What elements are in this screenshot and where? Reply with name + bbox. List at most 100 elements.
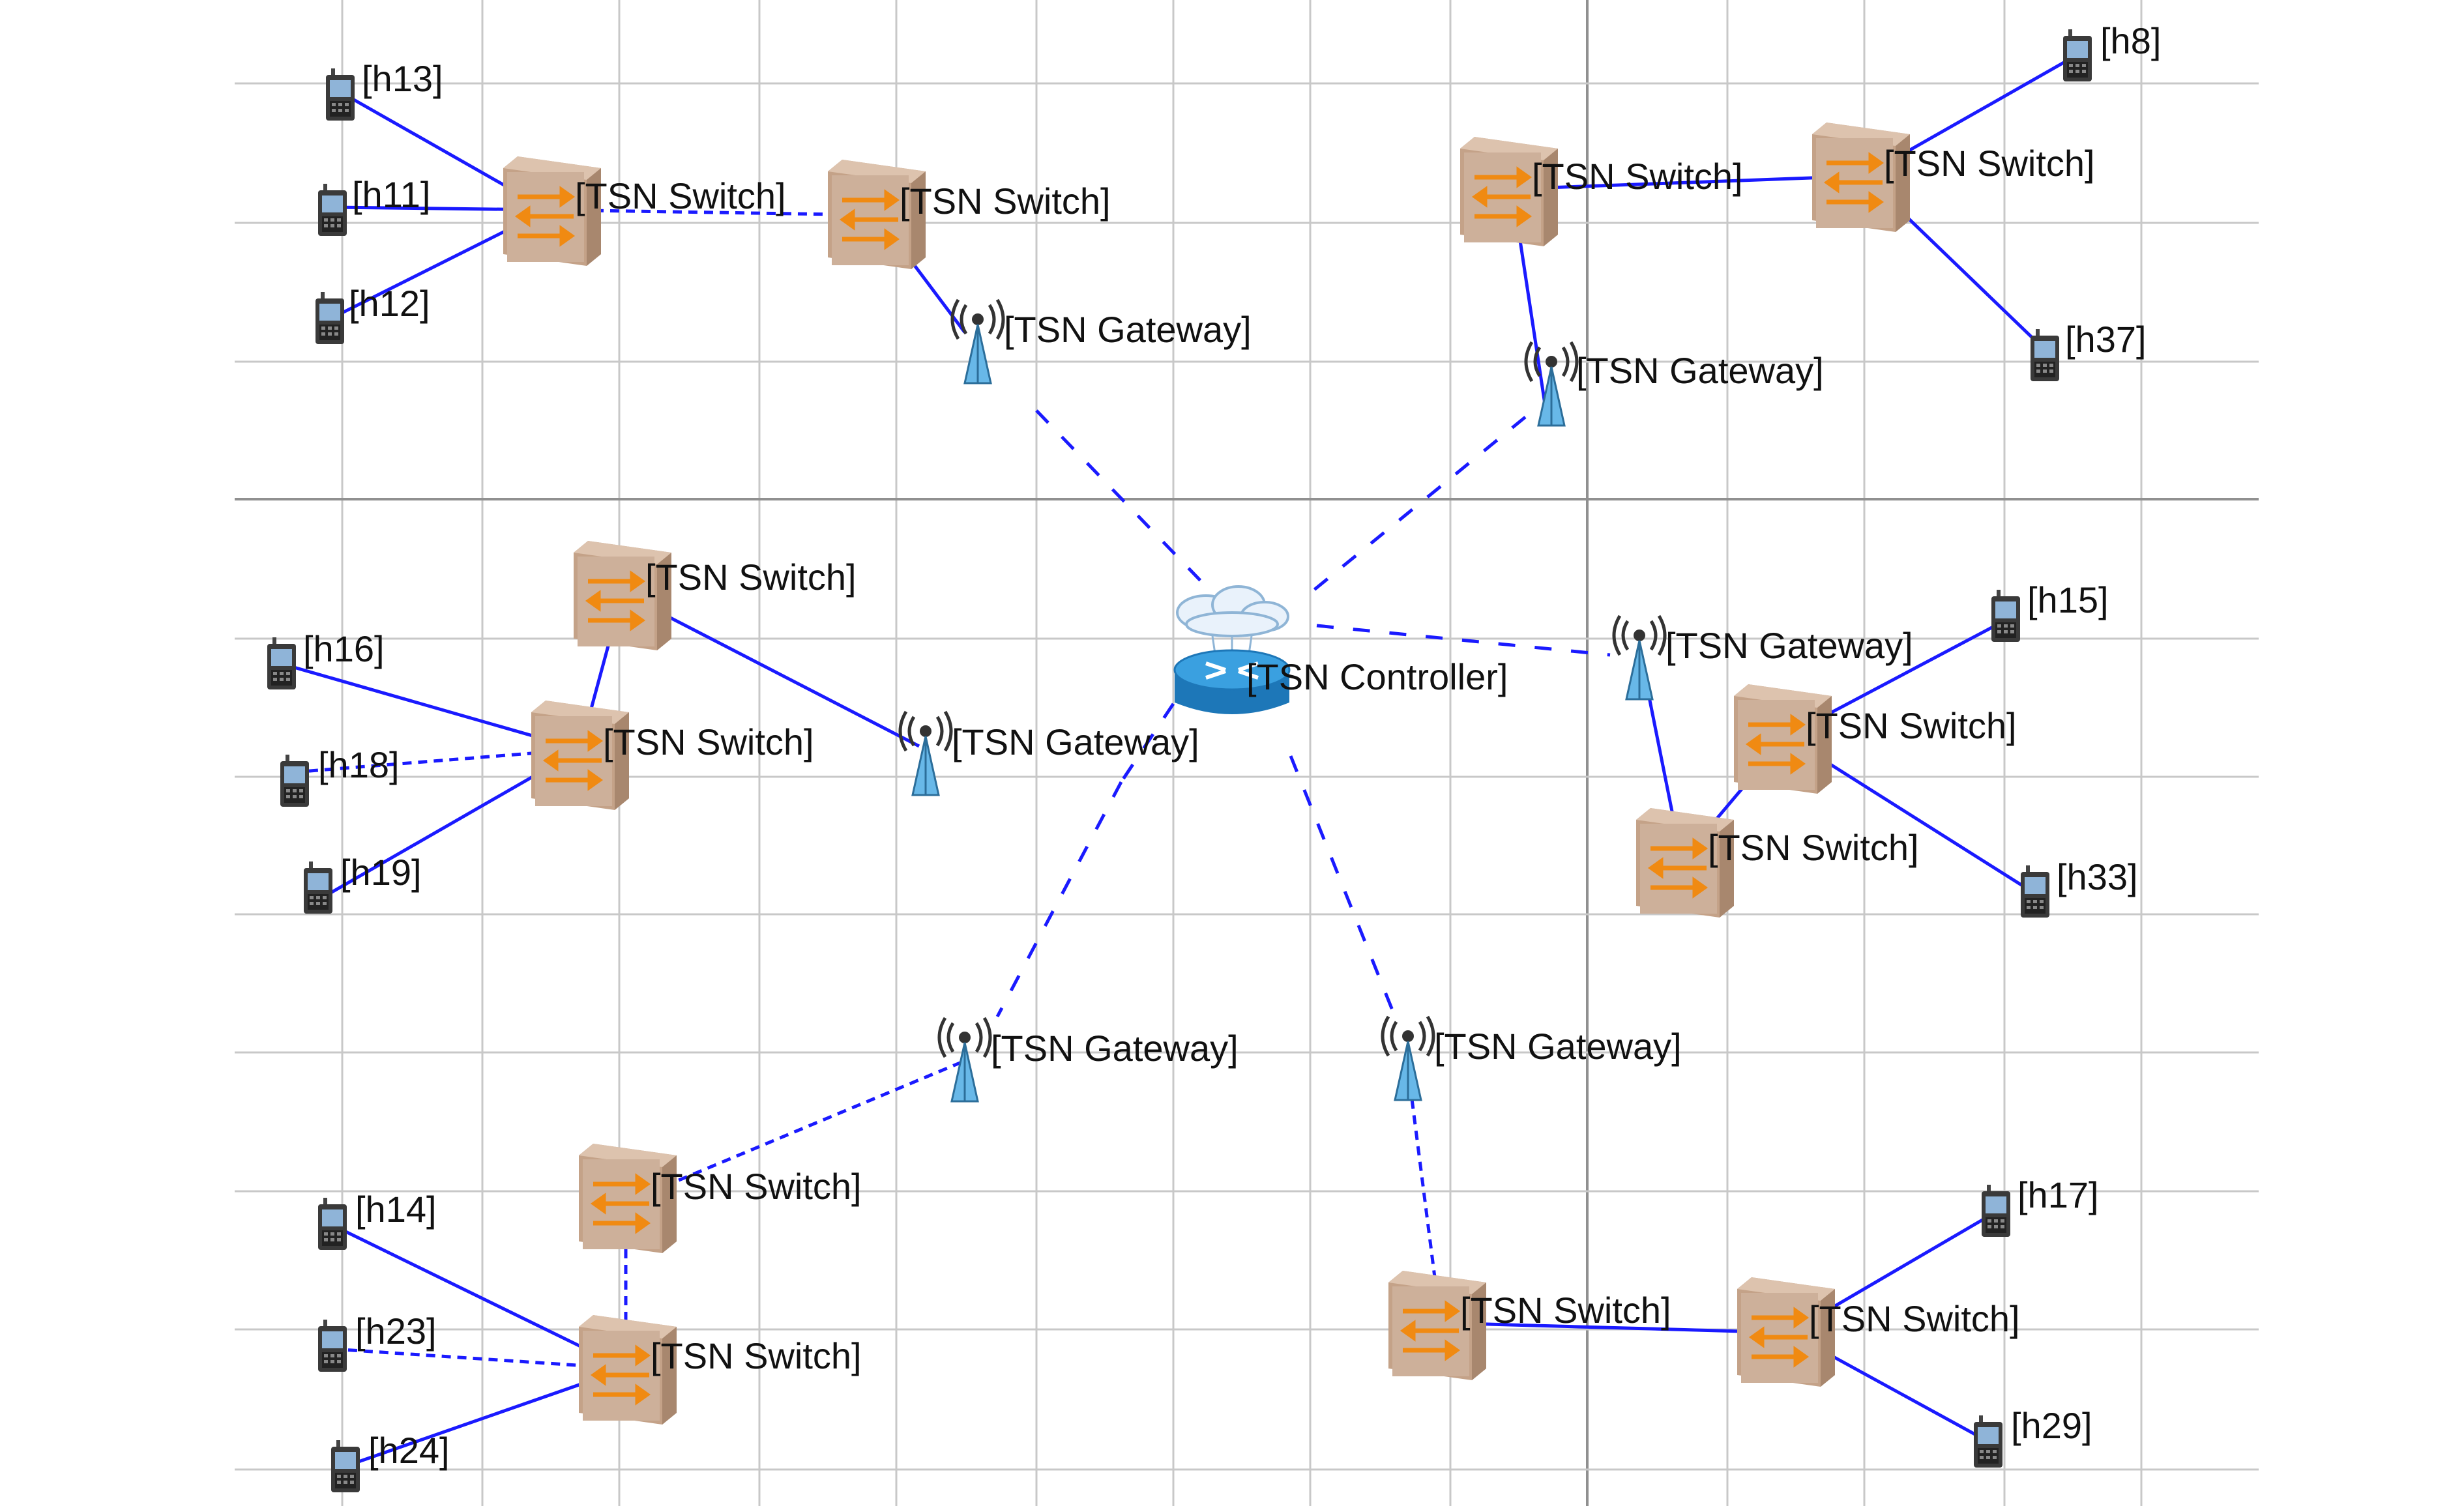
switch-mid-left-1[interactable]: [TSN Switch] [574,541,857,650]
host-label: [h33] [2057,856,2138,897]
gateway-bottom-left[interactable]: [TSN Gateway] [939,1018,1239,1101]
switch-label: [TSN Switch] [900,181,1111,222]
link-controller-gateway-top-left [1035,409,1214,594]
host-label: [h37] [2065,319,2147,360]
host-device-icon [1991,590,2020,642]
host-device-icon [2031,329,2059,381]
switch-label: [TSN Switch] [651,1335,862,1376]
gateway-top-left[interactable]: [TSN Gateway] [952,300,1252,383]
antenna-tower-icon [900,712,951,795]
host-h14[interactable]: [h14] [318,1189,437,1250]
host-h29[interactable]: [h29] [1974,1405,2092,1468]
gateway-label: [TSN Gateway] [1434,1026,1682,1067]
host-h37[interactable]: [h37] [2031,319,2147,381]
host-label: [h8] [2100,20,2161,61]
host-h24[interactable]: [h24] [331,1430,450,1492]
grid-horizontal-lines [235,82,2259,1471]
switch-label: [TSN Switch] [1884,143,2095,184]
host-device-icon [318,184,347,236]
tsn-controller[interactable]: [TSN Controller] [1175,586,1508,714]
link-switch-switch-bottom-right [1440,1321,1790,1335]
link-controller-gateway-bottom-right [1289,755,1397,1017]
host-h8[interactable]: [h8] [2063,20,2161,81]
host-label: [h14] [355,1189,437,1230]
host-device-icon [318,1320,347,1372]
link-controller-gateway-top-right [1309,416,1527,594]
host-device-icon [267,637,296,689]
gateway-label: [TSN Gateway] [1576,350,1824,391]
host-h18[interactable]: [h18] [280,744,400,807]
gateways: [TSN Gateway] [TSN Gateway] [TSN Gateway… [900,300,1913,1101]
host-device-icon [318,1198,347,1250]
switch-bottom-right-1[interactable]: [TSN Switch] [1388,1271,1671,1380]
link-controller-gateway-bottom-left [995,781,1123,1018]
link-switch-gateway-mid-left [621,591,920,748]
gateway-top-right[interactable]: [TSN Gateway] [1526,342,1824,426]
host-label: [h12] [349,283,430,324]
switch-bottom-left-1[interactable]: [TSN Switch] [579,1144,862,1253]
host-label: [h29] [2011,1405,2092,1446]
switch-bottom-left-2[interactable]: [TSN Switch] [579,1315,862,1425]
link-switch-switch-top-left [547,208,877,217]
host-device-icon [1982,1185,2010,1237]
host-h15[interactable]: [h15] [1991,579,2109,642]
host-label: [h23] [355,1311,437,1352]
link-h16-switch [280,661,581,751]
switch-label: [TSN Switch] [575,175,786,216]
switch-label: [TSN Switch] [603,721,814,762]
link-gateway-switch-bottom-left [625,1060,962,1204]
host-device-icon [2063,29,2092,81]
host-h13[interactable]: [h13] [326,58,443,121]
antenna-tower-icon [952,300,1003,383]
host-label: [h11] [352,174,430,215]
gateway-mid-left[interactable]: [TSN Gateway] [900,712,1199,795]
link-controller-gateway-right [1316,624,1611,657]
switch-label: [TSN Switch] [651,1166,862,1207]
host-label: [h24] [368,1430,450,1471]
host-h19[interactable]: [h19] [304,852,422,914]
switch-label: [TSN Switch] [1806,705,2017,746]
antenna-tower-icon [939,1018,990,1101]
host-h33[interactable]: [h33] [2021,856,2138,918]
host-device-icon [2021,865,2049,918]
host-device-icon [280,755,309,807]
host-label: [h16] [303,628,385,669]
host-h11[interactable]: [h11] [318,174,430,236]
switch-bottom-right-2[interactable]: [TSN Switch] [1737,1277,2020,1387]
switch-label: [TSN Switch] [1708,827,1919,868]
link-h14-switch [331,1223,627,1370]
gateway-label: [TSN Gateway] [1665,625,1913,666]
controller-label: [TSN Controller] [1246,656,1508,697]
switch-label: [TSN Switch] [1809,1298,2020,1339]
host-device-icon [315,292,344,344]
switch-mid-right-2[interactable]: [TSN Switch] [1636,808,1919,918]
switch-mid-right-1[interactable]: [TSN Switch] [1734,684,2017,794]
host-device-icon [331,1440,360,1492]
host-label: [h18] [318,744,400,785]
gateway-label: [TSN Gateway] [991,1028,1239,1069]
switch-top-left-2[interactable]: [TSN Switch] [828,160,1111,269]
host-h23[interactable]: [h23] [318,1311,437,1372]
switch-top-left-1[interactable]: [TSN Switch] [503,156,786,266]
grid-vertical-lines [341,0,2143,1506]
link-h23-switch [332,1347,626,1370]
antenna-tower-icon [1383,1017,1433,1100]
host-device-icon [326,68,355,121]
controller-links [995,409,1611,1018]
gateway-mid-right[interactable]: [TSN Gateway] [1614,616,1913,699]
link-controller-gateway-mid-left [1119,702,1175,783]
gateway-bottom-right[interactable]: [TSN Gateway] [1383,1017,1682,1100]
hosts: [h13] [h11] [h12] [h8] [h37] [h16] [h18] [267,20,2161,1492]
host-h17[interactable]: [h17] [1982,1174,2099,1237]
switch-mid-left-2[interactable]: [TSN Switch] [531,701,814,810]
switch-top-right-2[interactable]: [TSN Switch] [1812,123,2095,232]
switches: [TSN Switch] [TSN Switch] [TSN Switch] [… [503,123,2095,1425]
host-h12[interactable]: [h12] [315,283,430,344]
gateway-label: [TSN Gateway] [1004,309,1252,350]
gateway-label: [TSN Gateway] [952,721,1199,762]
switch-top-right-1[interactable]: [TSN Switch] [1460,137,1743,246]
host-h16[interactable]: [h16] [267,628,385,689]
host-device-icon [304,862,332,914]
host-label: [h19] [340,852,422,893]
